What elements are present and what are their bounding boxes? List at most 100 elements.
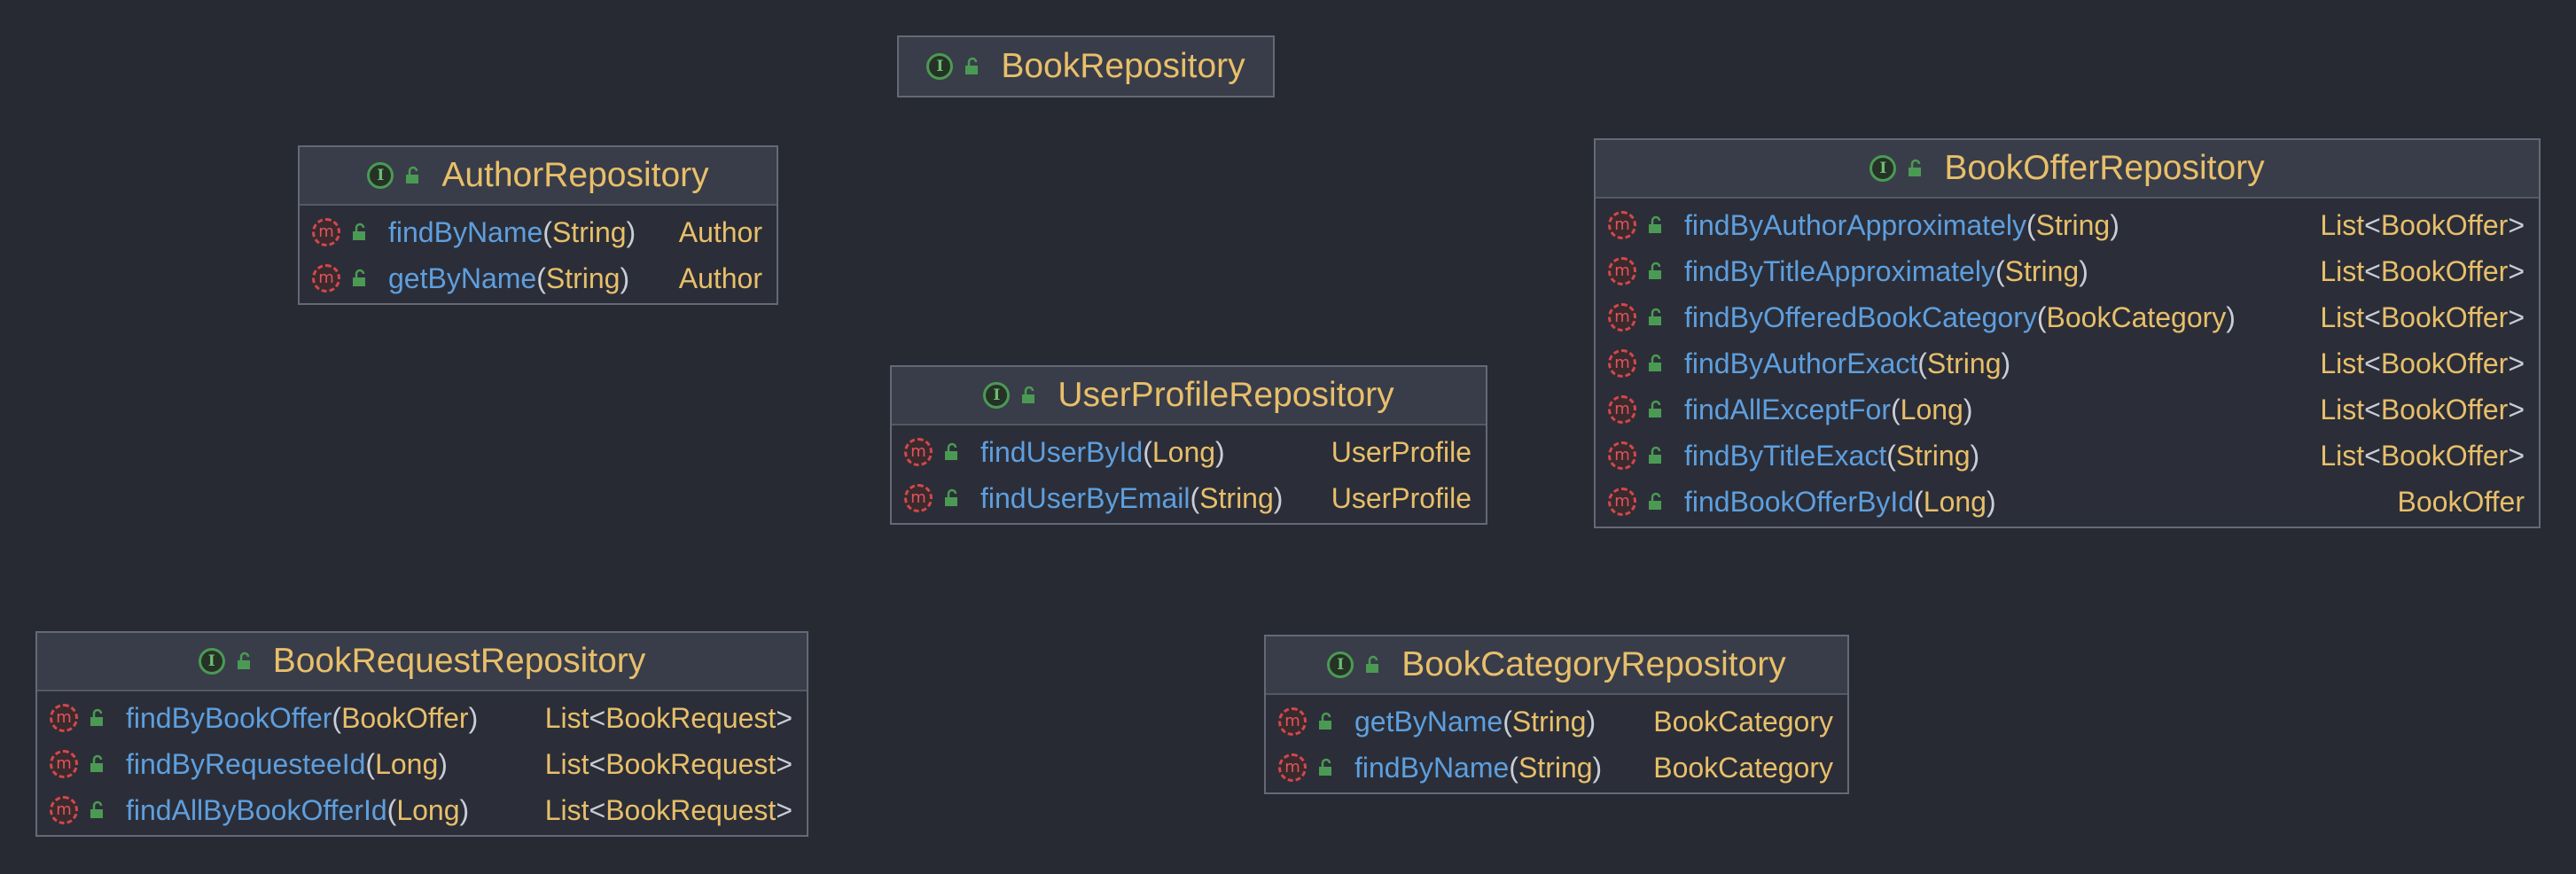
class-title: BookOfferRepository (1944, 149, 2265, 187)
book-repository-box[interactable]: I BookRepository (897, 35, 1275, 98)
method-icon: m (1608, 257, 1636, 285)
method-name: findByOfferedBookCategory (1684, 300, 2037, 333)
generic-close: > (776, 747, 792, 780)
return-type: List<BookOffer> (2302, 209, 2525, 242)
return-type: BookCategory (1653, 705, 1833, 737)
return-type-base: List (2320, 300, 2365, 333)
method-params: String (545, 261, 621, 294)
return-type-base: List (544, 747, 589, 780)
open-paren: ( (1994, 254, 2005, 287)
unlock-icon (1649, 308, 1661, 325)
return-type-arg: BookOffer (2380, 439, 2509, 472)
close-paren: ) (1215, 435, 1225, 468)
method-name: getByName (1354, 705, 1503, 737)
close-paren: ) (1592, 751, 1603, 784)
method-icon: m (1278, 707, 1307, 736)
close-paren: ) (1273, 481, 1284, 514)
method-name: findByRequesteeId (126, 747, 366, 780)
method-name: findAllByBookOfferId (126, 793, 387, 826)
method-params: String (2004, 254, 2080, 287)
unlock-icon (406, 166, 419, 183)
return-type: UserProfile (1331, 435, 1471, 468)
generic-open: < (589, 701, 606, 734)
open-paren: ( (536, 261, 546, 294)
return-type-arg: BookRequest (605, 793, 777, 826)
unlock-icon (1909, 159, 1922, 176)
generic-close: > (776, 793, 792, 826)
unlock-icon (237, 652, 250, 669)
unlock-icon (945, 442, 957, 460)
close-paren: ) (468, 701, 479, 734)
method-icon: m (904, 438, 933, 466)
method-name: findByBookOffer (126, 701, 332, 734)
interface-icon: I (367, 162, 394, 189)
return-type-base: List (544, 793, 589, 826)
close-paren: ) (626, 215, 636, 248)
close-paren: ) (2001, 347, 2011, 379)
generic-open: < (2364, 208, 2381, 241)
method-name: findBookOfferById (1684, 485, 1915, 518)
method-icon: m (312, 218, 340, 246)
close-paren: ) (2079, 254, 2088, 287)
method-params: String (1926, 347, 2002, 379)
return-type-base: List (2320, 208, 2365, 241)
box-header: I UserProfileRepository (892, 367, 1486, 425)
open-paren: ( (2036, 300, 2047, 333)
unlock-icon (1366, 655, 1379, 673)
generic-open: < (589, 747, 606, 780)
method-params: String (1518, 751, 1593, 784)
unlock-icon (353, 222, 365, 240)
open-paren: ( (1886, 439, 1896, 472)
generic-close: > (2508, 439, 2525, 472)
return-type: List<BookOffer> (2302, 301, 2525, 334)
method-icon: m (1608, 488, 1636, 516)
method-icon: m (1608, 303, 1636, 332)
generic-close: > (2508, 208, 2525, 241)
box-header: I BookRequestRepository (37, 633, 807, 691)
method-params: String (1895, 439, 1971, 472)
class-title: UserProfileRepository (1058, 376, 1394, 414)
unlock-icon (90, 708, 103, 726)
method-params: String (1199, 481, 1274, 514)
return-type: List<BookRequest> (527, 748, 792, 781)
unlock-icon (90, 754, 103, 772)
return-type: BookCategory (1653, 751, 1833, 784)
return-type: List<BookOffer> (2302, 255, 2525, 288)
open-paren: ( (1917, 347, 1927, 379)
method-params: String (2035, 208, 2111, 241)
unlock-icon (1319, 758, 1331, 776)
method-name: findByAuthorApproximately (1684, 208, 2026, 241)
unlock-icon (1649, 446, 1661, 464)
return-type: List<BookOffer> (2302, 394, 2525, 426)
generic-close: > (2508, 254, 2525, 287)
return-type-base: List (2320, 393, 2365, 425)
return-type: UserProfile (1331, 481, 1471, 514)
method-name: findByName (1354, 751, 1510, 784)
generic-open: < (2364, 393, 2381, 425)
unlock-icon (1319, 712, 1331, 730)
generic-open: < (2364, 347, 2381, 379)
generic-close: > (2508, 393, 2525, 425)
